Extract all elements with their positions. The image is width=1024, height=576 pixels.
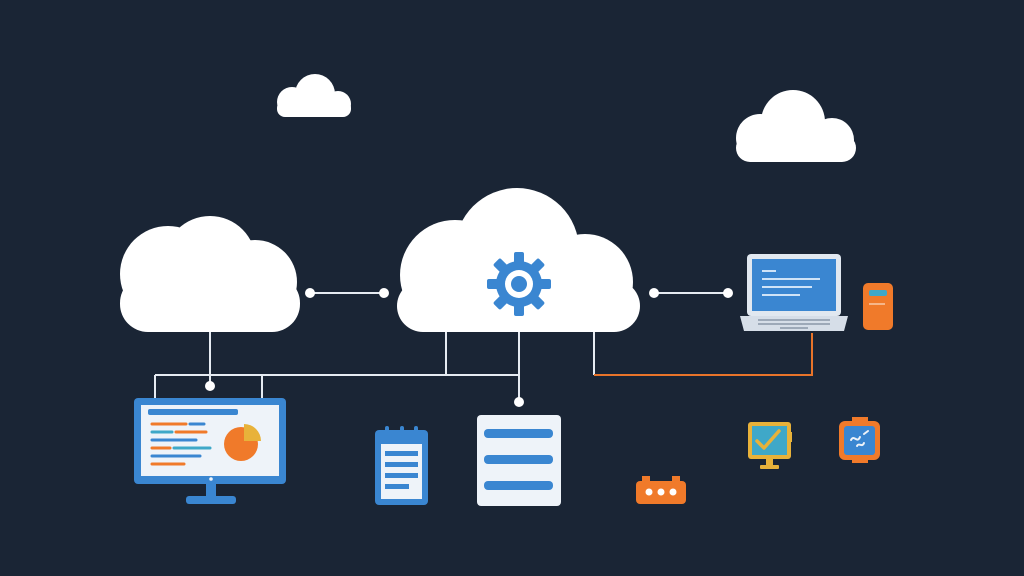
code-lines xyxy=(150,422,212,466)
laptop xyxy=(740,254,848,331)
monitor-dashboard xyxy=(134,398,286,504)
orange-link-laptop xyxy=(594,333,813,376)
left-cloud xyxy=(120,216,300,332)
small-cloud-top-left xyxy=(277,74,351,117)
phone-device xyxy=(863,283,893,330)
small-cloud-top-right xyxy=(736,90,856,162)
wave-icon xyxy=(850,430,869,447)
pie-chart-icon xyxy=(224,424,261,461)
connector-lines xyxy=(154,292,728,402)
checkmark-icon xyxy=(755,429,781,450)
notepad-icon xyxy=(375,426,428,505)
gear-icon xyxy=(487,252,551,316)
connector-dots xyxy=(205,288,733,407)
ellipsis-icon xyxy=(645,488,677,496)
checklist-monitor xyxy=(748,422,792,469)
chat-bubble-icon xyxy=(636,476,686,504)
server-list-icon xyxy=(477,415,561,506)
smartwatch-icon xyxy=(839,417,880,463)
